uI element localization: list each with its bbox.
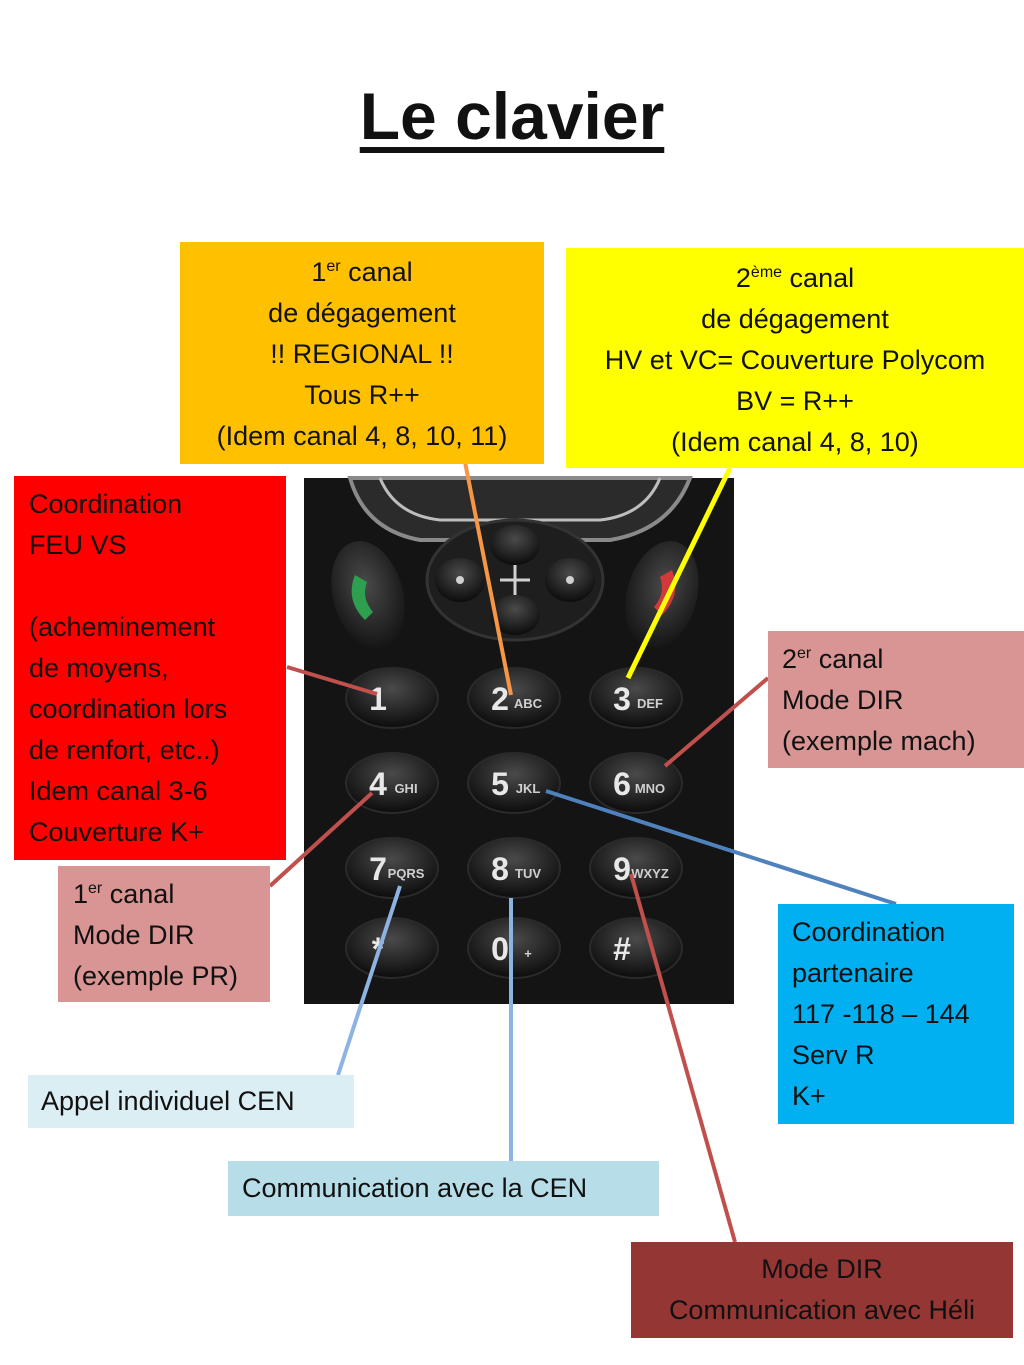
connector-brown bbox=[629, 873, 737, 1243]
key-cap bbox=[467, 752, 561, 814]
key-letters: ABC bbox=[514, 696, 543, 711]
key-cap bbox=[467, 917, 561, 979]
key-6[interactable]: 6 MNO bbox=[589, 752, 683, 814]
key-hash[interactable]: # bbox=[589, 917, 683, 979]
key-digit: 4 bbox=[369, 766, 387, 802]
key-letters: WXYZ bbox=[631, 866, 669, 881]
red-phone-icon bbox=[654, 570, 676, 615]
key-letters: MNO bbox=[635, 781, 665, 796]
connector-pink-left bbox=[268, 791, 374, 888]
key-digit: 6 bbox=[613, 766, 631, 802]
key-cap bbox=[345, 667, 439, 729]
connector-blue bbox=[545, 789, 897, 906]
callout-individual-call-cen: Appel individuel CEN bbox=[28, 1075, 354, 1128]
key-cap bbox=[345, 837, 439, 899]
connector-lines bbox=[268, 461, 897, 1243]
key-8[interactable]: 8 TUV bbox=[467, 837, 561, 899]
key-digit: 3 bbox=[613, 681, 631, 717]
green-phone-icon bbox=[351, 575, 373, 620]
callout-second-dir-channel: 2er canal Mode DIR (exemple mach) bbox=[768, 631, 1024, 768]
key-cap bbox=[467, 667, 561, 729]
key-digit: 5 bbox=[491, 766, 509, 802]
key-digit: 8 bbox=[491, 851, 509, 887]
connector-pink-right bbox=[663, 676, 770, 768]
key-letters: DEF bbox=[637, 696, 663, 711]
callout-communication-cen: Communication avec la CEN bbox=[228, 1161, 659, 1216]
callout-first-dir-channel: 1er canal Mode DIR (exemple PR) bbox=[58, 866, 270, 1002]
callout-dir-heli: Mode DIR Communication avec Héli bbox=[631, 1242, 1013, 1338]
key-cap bbox=[467, 837, 561, 899]
navigation-pad[interactable] bbox=[425, 518, 605, 642]
key-digit: 7 bbox=[369, 851, 387, 887]
connector-yellow bbox=[625, 466, 733, 680]
key-letters: + bbox=[524, 946, 532, 961]
key-letters: GHI bbox=[394, 781, 417, 796]
key-digit: 2 bbox=[491, 681, 509, 717]
key-0[interactable]: 0+ bbox=[467, 917, 561, 979]
key-cap bbox=[345, 917, 439, 979]
key-star[interactable]: * bbox=[345, 917, 439, 979]
key-5[interactable]: 5 JKL bbox=[467, 752, 561, 814]
key-cap bbox=[589, 667, 683, 729]
key-letters: TUV bbox=[515, 866, 541, 881]
key-digit: # bbox=[613, 931, 631, 967]
key-1[interactable]: 1 bbox=[345, 667, 439, 729]
key-digit: 9 bbox=[613, 851, 631, 887]
key-2[interactable]: 2 ABC bbox=[467, 667, 561, 729]
key-digit: 0 bbox=[491, 931, 509, 967]
key-cap bbox=[589, 752, 683, 814]
callout-partner-coordination: Coordination partenaire 117 -118 – 144 S… bbox=[778, 904, 1014, 1124]
page-title: Le clavier bbox=[359, 79, 665, 153]
key-letters: PQRS bbox=[388, 866, 425, 881]
key-digit: 1 bbox=[369, 681, 387, 717]
call-key[interactable] bbox=[320, 533, 416, 657]
connector-red bbox=[286, 665, 378, 696]
callout-second-release-channel: 2ème canal de dégagement HV et VC= Couve… bbox=[566, 248, 1024, 468]
callout-coordination-feu-vs: Coordination FEU VS (acheminement de moy… bbox=[14, 476, 286, 860]
key-letters: JKL bbox=[516, 781, 541, 796]
callout-first-release-channel: 1er canal de dégagement !! REGIONAL !! T… bbox=[180, 242, 544, 464]
connector-orange bbox=[463, 461, 513, 696]
connector-light-blue-1 bbox=[336, 885, 402, 1076]
key-3[interactable]: 3 DEF bbox=[589, 667, 683, 729]
phone-screen-bezel bbox=[347, 476, 693, 542]
key-cap bbox=[589, 917, 683, 979]
